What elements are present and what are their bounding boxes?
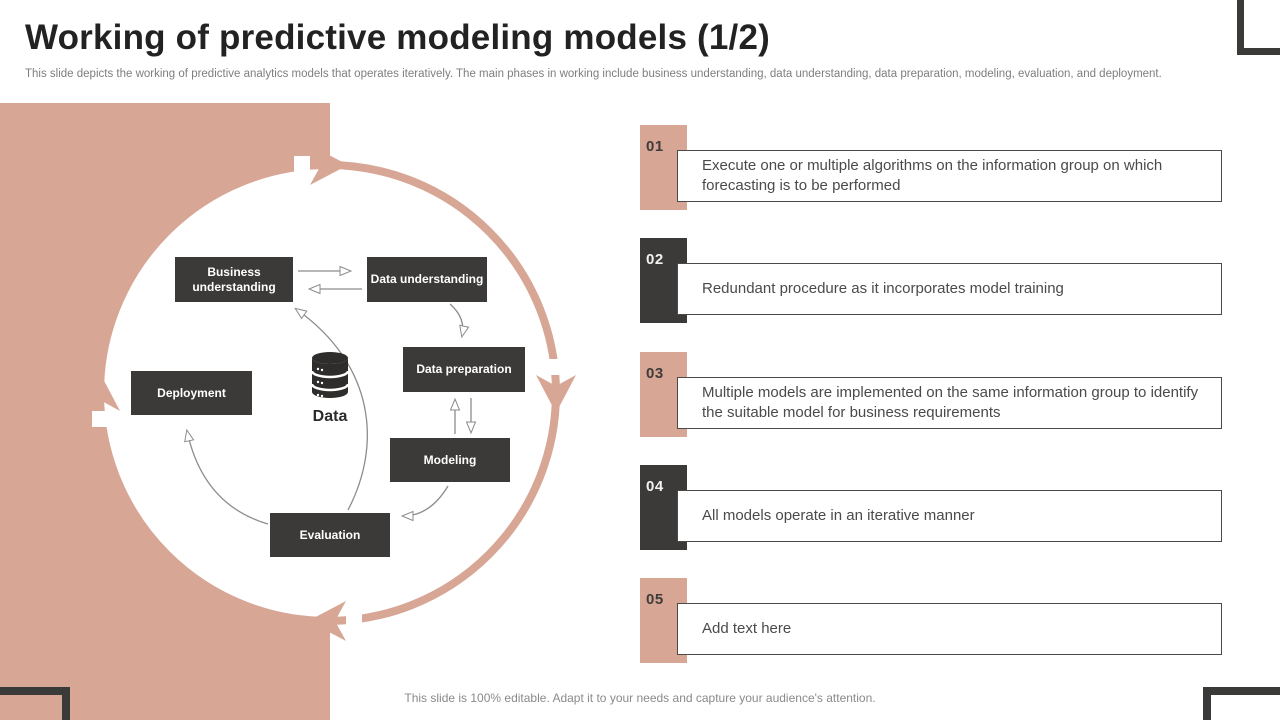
node-label: Data preparation <box>416 362 512 376</box>
node-data-preparation[interactable]: Data preparation <box>403 347 525 392</box>
item-text-box[interactable]: Add text here <box>677 603 1222 655</box>
arrow-modeling-to-evaluation <box>403 485 449 516</box>
node-data-understanding[interactable]: Data understanding <box>367 257 487 302</box>
node-evaluation[interactable]: Evaluation <box>270 513 390 557</box>
corner-bracket-top-right <box>1237 0 1280 55</box>
node-label: Data understanding <box>370 272 484 286</box>
item-text-box[interactable]: All models operate in an iterative manne… <box>677 490 1222 542</box>
item-number: 02 <box>646 251 664 268</box>
item-text: Redundant procedure as it incorporates m… <box>702 279 1064 297</box>
item-text-box[interactable]: Execute one or multiple algorithms on th… <box>677 150 1222 202</box>
item-text-box[interactable]: Multiple models are implemented on the s… <box>677 377 1222 429</box>
database-icon <box>310 352 350 398</box>
node-modeling[interactable]: Modeling <box>390 438 510 482</box>
item-number: 04 <box>646 478 664 495</box>
list-item-04: 04 All models operate in an iterative ma… <box>640 465 1222 550</box>
item-text: Add text here <box>702 619 792 637</box>
ring-arrowhead-bottom <box>308 601 346 641</box>
ring-arrowhead-top <box>310 145 348 185</box>
list-item-02: 02 Redundant procedure as it incorporate… <box>640 238 1222 323</box>
slide-footer-note: This slide is 100% editable. Adapt it to… <box>404 691 876 705</box>
arrow-evaluation-to-deployment <box>187 431 269 525</box>
ring-arrowhead-right <box>536 375 576 413</box>
arrow-evaluation-to-business <box>296 309 368 511</box>
database-label: Data <box>313 408 348 425</box>
item-text-box[interactable]: Redundant procedure as it incorporates m… <box>677 263 1222 315</box>
corner-bracket-bottom-right <box>1203 687 1280 720</box>
node-label: Modeling <box>423 452 477 467</box>
item-number: 03 <box>646 365 664 382</box>
node-business-understanding[interactable]: Business understanding <box>175 257 293 302</box>
ring-arrowhead-left <box>80 373 120 411</box>
arrow-data-understanding-to-preparation <box>449 303 463 336</box>
node-label: Deployment <box>157 385 226 400</box>
item-text: Multiple models are implemented on the s… <box>702 383 1199 421</box>
list-item-03: 03 Multiple models are implemented on th… <box>640 352 1222 437</box>
slide-subtitle: This slide depicts the working of predic… <box>25 68 1162 80</box>
item-text: All models operate in an iterative manne… <box>702 506 975 524</box>
item-number: 01 <box>646 138 664 155</box>
node-label: Business understanding <box>192 264 276 294</box>
list-item-05: 05 Add text here <box>640 578 1222 663</box>
node-label: Evaluation <box>299 527 361 542</box>
corner-bracket-bottom-left <box>0 687 70 720</box>
item-number: 05 <box>646 591 664 608</box>
item-text: Execute one or multiple algorithms on th… <box>702 156 1163 194</box>
list-item-01: 01 Execute one or multiple algorithms on… <box>640 125 1222 210</box>
node-deployment[interactable]: Deployment <box>131 371 252 415</box>
page-title[interactable]: Working of predictive modeling models (1… <box>25 18 771 57</box>
